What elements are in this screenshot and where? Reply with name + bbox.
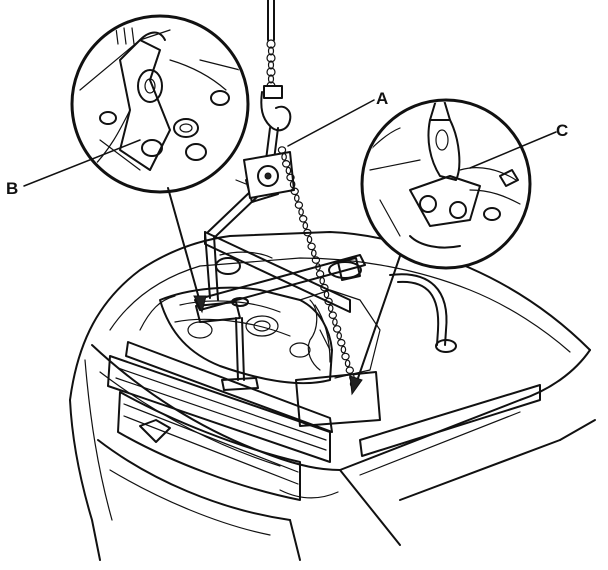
engine-bay — [125, 251, 457, 433]
engine-support-hanger — [194, 169, 366, 391]
detail-inset-b — [70, 14, 250, 194]
leader-lines — [23, 99, 557, 396]
hoist-chain — [243, 0, 359, 388]
callout-b-label: B — [6, 179, 18, 198]
callout-a-label: A — [376, 89, 388, 108]
detail-inset-c — [360, 98, 532, 270]
car-body — [69, 231, 596, 561]
callout-c-label: C — [556, 121, 568, 140]
